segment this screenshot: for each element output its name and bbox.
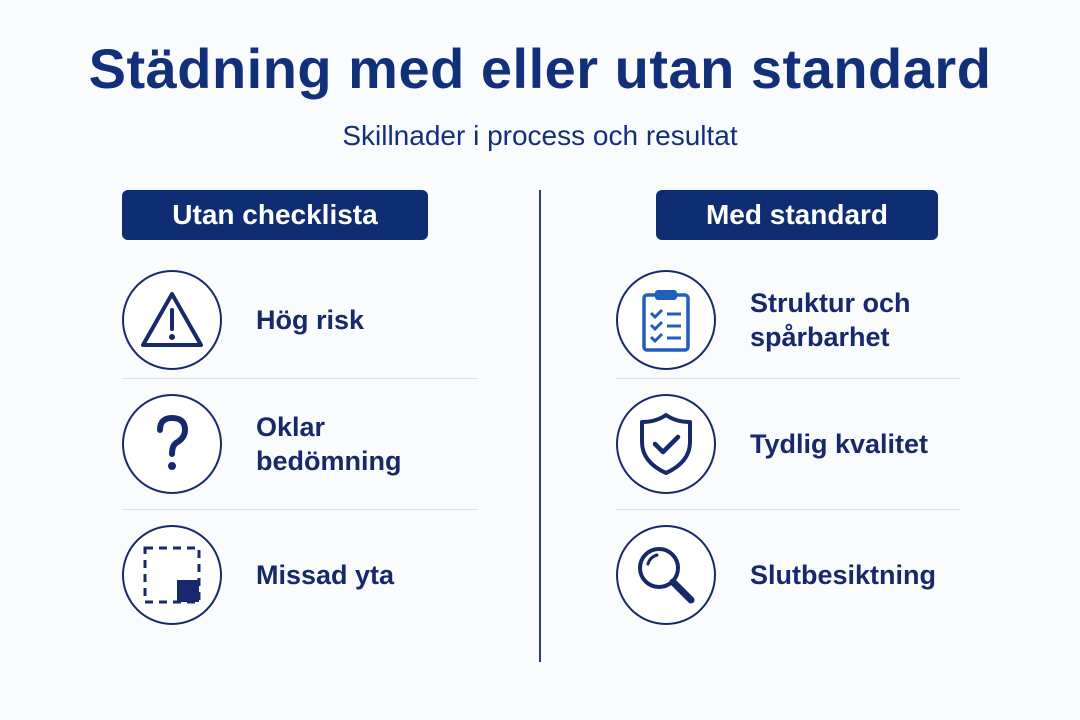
list-item: Missad yta [122, 510, 478, 640]
item-label: Oklar bedömning [256, 412, 402, 476]
item-label: Tydlig kvalitet [750, 429, 929, 459]
row-divider [122, 378, 478, 379]
item-label: Missad yta [256, 560, 395, 590]
icon-circle [122, 525, 222, 625]
column-header-without-checklist: Utan checklista [122, 190, 428, 240]
icon-circle [616, 525, 716, 625]
item-label: Hög risk [256, 305, 365, 335]
list-item: Slutbesiktning [616, 510, 960, 640]
question-mark-icon [157, 414, 189, 470]
warning-triangle-icon [141, 292, 203, 347]
column-header-with-standard: Med standard [656, 190, 938, 240]
missed-area-icon [143, 546, 201, 604]
list-item: Oklar bedömning [122, 379, 478, 509]
column-without-checklist: Utan checklista Hög risk Oklar bedömning… [122, 190, 478, 640]
icon-circle [616, 394, 716, 494]
page-title: Städning med eller utan standard [88, 37, 992, 100]
shield-check-icon [640, 413, 692, 475]
page-subtitle: Skillnader i process och resultat [342, 120, 738, 151]
vertical-divider [539, 190, 541, 662]
list-item: Tydlig kvalitet [616, 379, 960, 509]
icon-circle [616, 270, 716, 370]
row-divider [122, 509, 478, 510]
row-divider [616, 509, 960, 510]
icon-circle [122, 270, 222, 370]
item-label: Slutbesiktning [750, 560, 937, 590]
icon-circle [122, 394, 222, 494]
list-item: Hög risk [122, 262, 478, 378]
row-divider [616, 378, 960, 379]
magnifier-icon [638, 547, 695, 604]
clipboard-checklist-icon [642, 290, 690, 352]
